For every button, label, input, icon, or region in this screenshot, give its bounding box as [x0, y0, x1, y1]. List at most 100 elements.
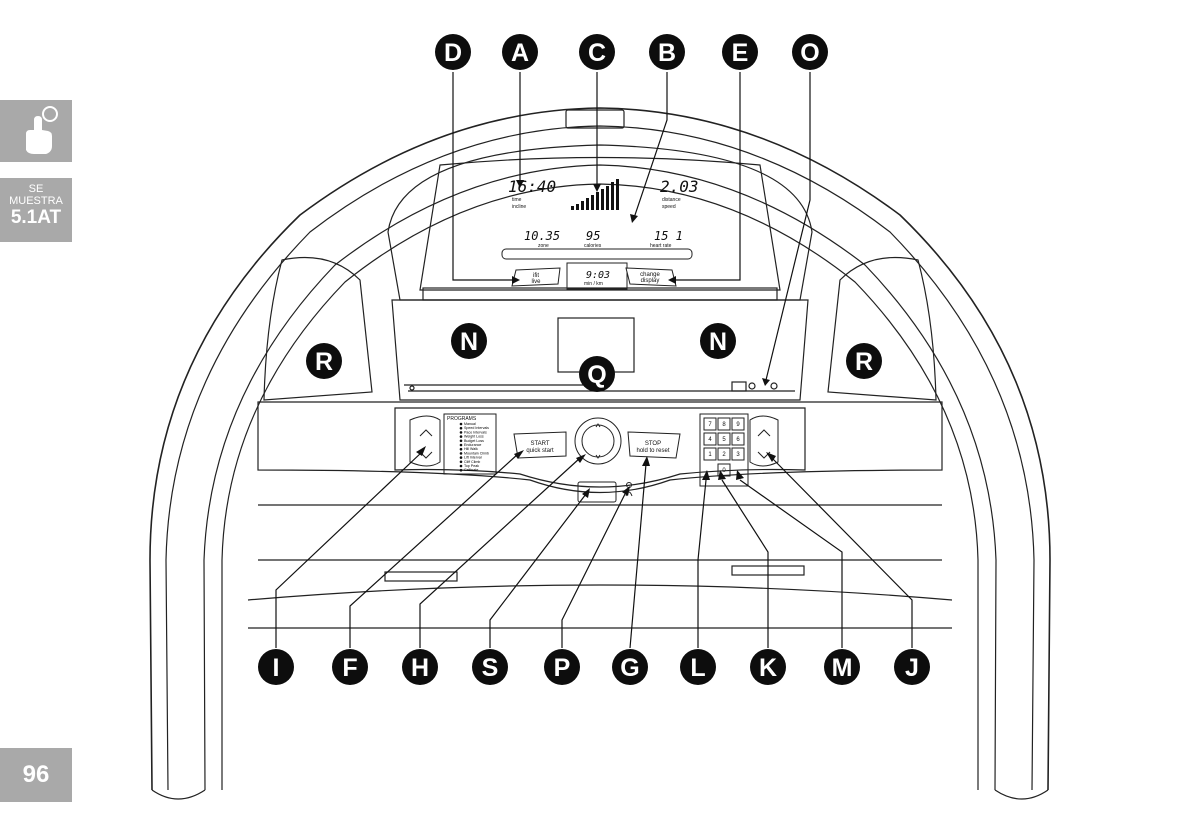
- page-number: 96: [0, 748, 72, 802]
- pace-value: 9:03: [586, 270, 610, 281]
- tray-panel: [391, 299, 809, 401]
- keypad-key[interactable]: [703, 417, 717, 431]
- ifit-live-button[interactable]: ifit live: [511, 267, 561, 287]
- callout-r-left: R: [306, 343, 342, 379]
- heart-rate-label: heart rate: [650, 243, 672, 249]
- model-tag-line2: MUESTRA: [9, 194, 63, 207]
- callout-s: S: [472, 649, 508, 685]
- callout-k-label: K: [759, 654, 777, 682]
- speed-up-icon[interactable]: [757, 429, 771, 437]
- start-button[interactable]: START quick start: [513, 431, 567, 459]
- callout-c-label: C: [588, 39, 606, 67]
- stop-button[interactable]: STOP hold to reset: [627, 431, 681, 459]
- navigation-dial[interactable]: [574, 417, 622, 465]
- callout-l-label: L: [690, 654, 705, 682]
- incline-up-icon[interactable]: [419, 429, 433, 437]
- zone-value: 10.35: [524, 229, 560, 243]
- console-panel: [394, 407, 806, 488]
- callout-g-label: G: [620, 654, 639, 682]
- callout-h-label: H: [411, 654, 429, 682]
- callout-l: L: [680, 649, 716, 685]
- ifit-live-sublabel: live: [531, 279, 541, 285]
- keypad-key[interactable]: [731, 432, 745, 446]
- calories-label: calories: [584, 243, 602, 249]
- distance-value: 2.03: [660, 177, 699, 196]
- program-item: Speed Intervals: [464, 426, 489, 430]
- callout-d-label: D: [444, 39, 462, 67]
- keypad-key[interactable]: [717, 432, 731, 446]
- keypad-key[interactable]: [717, 447, 731, 461]
- callout-p: P: [544, 649, 580, 685]
- callout-c: C: [579, 34, 615, 70]
- program-item: Manual: [464, 422, 476, 426]
- callout-o: O: [792, 34, 828, 70]
- callout-j: J: [894, 649, 930, 685]
- keypad-key-label: 7: [708, 422, 712, 428]
- callout-n-right: N: [700, 323, 736, 359]
- program-item: Calibrate: [464, 468, 478, 472]
- programs-title: PROGRAMS: [447, 416, 477, 422]
- callout-h: H: [402, 649, 438, 685]
- change-display-label: change: [640, 272, 660, 278]
- program-indicator-icon: [459, 431, 463, 434]
- program-item: Budget Loss: [464, 439, 484, 443]
- heart-rate-value: 15 1: [654, 229, 683, 243]
- keypad-key-label: 8: [722, 422, 726, 428]
- callout-a: A: [502, 34, 538, 70]
- keypad-key-label: 5: [722, 437, 726, 443]
- callout-i-label: I: [273, 654, 280, 682]
- callout-j-label: J: [905, 654, 919, 682]
- time-value: 16:40: [508, 177, 556, 196]
- change-display-button[interactable]: change display: [625, 267, 677, 287]
- program-item: Top Peak: [464, 464, 479, 468]
- start-sublabel: quick start: [526, 448, 554, 454]
- leader-arrowheads: [416, 180, 776, 498]
- program-indicator-icon: [459, 447, 463, 451]
- callout-r-right-label: R: [855, 348, 873, 376]
- program-item: Pace Intervals: [464, 430, 487, 434]
- callout-m-label: M: [832, 654, 853, 682]
- program-indicator-icon: [459, 422, 463, 426]
- program-item: Mountain Climb: [464, 451, 489, 455]
- stop-sublabel: hold to reset: [636, 448, 669, 454]
- callout-f-label: F: [342, 654, 357, 682]
- callout-n-left-label: N: [460, 328, 478, 356]
- incline-label: incline: [512, 204, 526, 210]
- touch-tab: [0, 100, 72, 162]
- program-indicator-icon: [459, 426, 463, 430]
- callout-g: G: [612, 649, 648, 685]
- callout-e: E: [722, 34, 758, 70]
- keypad-key[interactable]: [717, 417, 731, 431]
- callout-r-right: R: [846, 343, 882, 379]
- program-indicator-icon: [459, 435, 463, 438]
- keypad-key[interactable]: [703, 447, 717, 461]
- callout-d: D: [435, 34, 471, 70]
- keypad-key[interactable]: [703, 432, 717, 446]
- keypad-key[interactable]: [731, 447, 745, 461]
- keypad-key[interactable]: [731, 417, 745, 431]
- program-indicator-icon: [459, 452, 463, 455]
- keypad-key-zero-label: 0: [722, 468, 726, 474]
- callout-i: I: [258, 649, 294, 685]
- callout-q: Q: [579, 356, 615, 392]
- callout-r-left-label: R: [315, 348, 333, 376]
- keypad-key-label: 2: [722, 452, 726, 458]
- callout-e-label: E: [732, 39, 749, 67]
- program-indicator-icon: [459, 464, 463, 468]
- model-tag-line1: SE: [28, 183, 44, 195]
- callout-a-label: A: [511, 39, 529, 67]
- distance-label: distance: [662, 197, 681, 203]
- display-housing: [387, 144, 813, 301]
- speed-label: speed: [662, 204, 676, 210]
- model-tag: SE MUESTRA 5.1AT: [0, 178, 72, 242]
- callout-b-label: B: [658, 39, 676, 67]
- callout-n-right-label: N: [709, 328, 727, 356]
- time-label: time: [512, 197, 522, 203]
- callout-f: F: [332, 649, 368, 685]
- program-indicator-icon: [459, 456, 463, 459]
- leader-lines: [275, 72, 913, 649]
- program-indicator-icon: [459, 460, 463, 464]
